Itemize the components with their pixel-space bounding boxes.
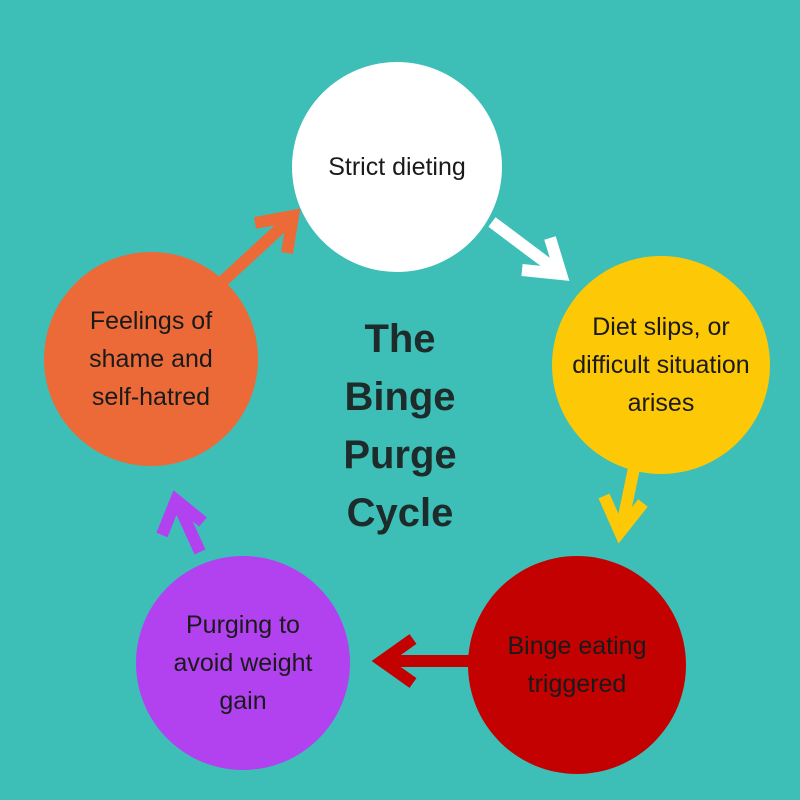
arrow-slips-to-binge bbox=[598, 466, 648, 544]
node-label-line: gain bbox=[219, 687, 267, 715]
node-purging: Purging to avoid weight gain bbox=[136, 556, 350, 770]
node-label-line: Diet slips, or bbox=[592, 313, 730, 341]
node-label-line: avoid weight bbox=[173, 649, 313, 677]
node-label-line: Strict dieting bbox=[328, 153, 466, 181]
node-strict-dieting: Strict dieting bbox=[292, 62, 502, 272]
title-line: The bbox=[364, 317, 436, 361]
node-label-line: triggered bbox=[527, 670, 627, 698]
node-binge-eating: Binge eating triggered bbox=[468, 556, 686, 774]
node-label: Diet slips, or difficult situation arise… bbox=[572, 308, 749, 422]
node-label: Feelings of shame and self-hatred bbox=[89, 302, 213, 416]
node-label-line: arises bbox=[627, 389, 695, 417]
diagram-title: The Binge Purge Cycle bbox=[300, 310, 500, 542]
node-label: Purging to avoid weight gain bbox=[174, 606, 313, 720]
node-label-line: difficult situation bbox=[572, 351, 750, 379]
title-line: Cycle bbox=[346, 491, 454, 535]
node-label-line: shame and bbox=[89, 345, 213, 373]
arrow-binge-to-purge bbox=[371, 634, 470, 688]
arrow-purge-to-shame bbox=[156, 490, 207, 555]
node-label-line: Binge eating bbox=[507, 632, 647, 660]
node-shame-feelings: Feelings of shame and self-hatred bbox=[44, 252, 258, 466]
node-label-line: Feelings of bbox=[89, 307, 213, 335]
arrow-strict-to-slips bbox=[488, 217, 570, 281]
node-label-line: self-hatred bbox=[91, 383, 211, 411]
title-line: Binge bbox=[344, 375, 456, 419]
arrow-shame-to-strict bbox=[217, 208, 301, 287]
node-label: Strict dieting bbox=[328, 148, 466, 186]
node-label: Binge eating triggered bbox=[507, 627, 646, 703]
node-diet-slips: Diet slips, or difficult situation arise… bbox=[552, 256, 770, 474]
node-label-line: Purging to bbox=[186, 611, 300, 639]
title-line: Purge bbox=[343, 433, 457, 477]
